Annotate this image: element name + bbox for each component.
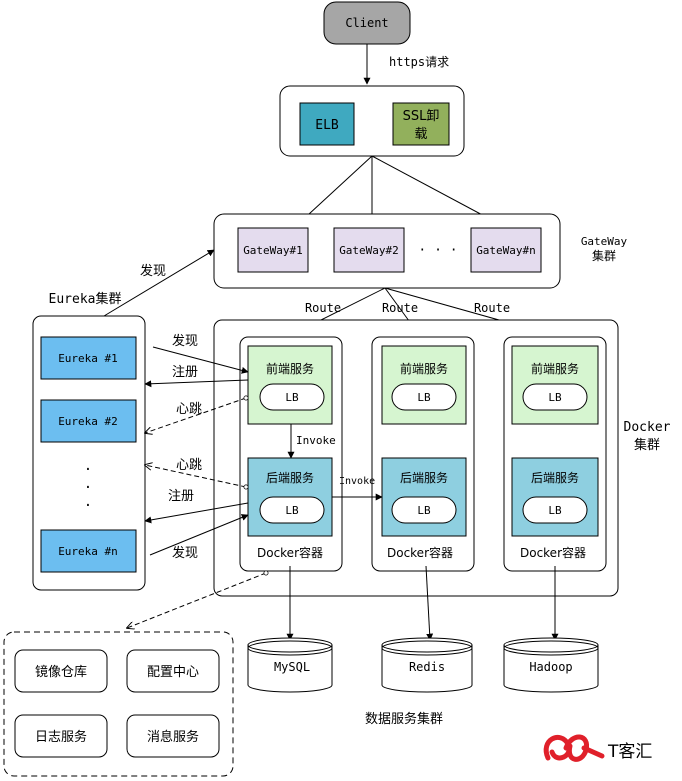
ssl-label-line2: 载 — [414, 127, 427, 142]
register-edge-1 — [144, 379, 249, 388]
data-service-cluster-label: 数据服务集群 — [365, 711, 443, 727]
heartbeat-label-1: 心跳 — [176, 402, 202, 417]
gateway-node-n-label: GateWay#n — [476, 244, 536, 257]
ssl-label-line1: SSL卸 — [403, 108, 440, 124]
database-redis: Redis — [381, 637, 473, 693]
eureka-node-1 — [40, 336, 137, 380]
discover-label-2: 发现 — [172, 545, 198, 561]
message-service-box — [126, 714, 220, 758]
route-label-1: Route — [305, 301, 341, 315]
docker-to-support-dashed-link — [127, 573, 266, 628]
back-lb-2 — [391, 496, 457, 524]
eureka-node-2 — [40, 399, 137, 443]
front-lb-2-label: LB — [417, 391, 431, 404]
client-label: Client — [345, 16, 388, 30]
eureka-dot-1: · — [84, 462, 92, 478]
log-service-box — [14, 714, 108, 758]
ssl-offload-node — [392, 102, 450, 146]
database-hadoop: Hadoop — [503, 637, 599, 693]
back-lb-1 — [259, 496, 325, 524]
elb-node — [299, 102, 355, 146]
client-node: Client — [323, 1, 411, 45]
gateway-node-2-label: GateWay#2 — [339, 244, 399, 257]
route-label-3: Route — [474, 301, 510, 315]
database-redis-label: Redis — [409, 660, 445, 674]
eureka-cluster: Eureka #1 Eureka #2 · · · Eureka #n — [32, 315, 146, 591]
front-service-1-label: 前端服务 — [266, 361, 314, 376]
front-service-3-label: 前端服务 — [531, 361, 579, 376]
eureka-dot-3: · — [84, 498, 92, 514]
docker-container-3-label: Docker容器 — [520, 545, 586, 560]
logo-mark — [543, 734, 605, 762]
database-mysql: MySQL — [247, 637, 333, 693]
front-lb-1 — [259, 383, 325, 411]
gateway-cluster: GateWay#1 GateWay#2 · · · GateWay#n — [213, 213, 561, 289]
front-service-2-label: 前端服务 — [400, 361, 448, 376]
eureka-node-2-label: Eureka #2 — [58, 415, 118, 428]
gateway-cluster-label-line2: 集群 — [592, 248, 616, 263]
heartbeat-label-2: 心跳 — [176, 458, 202, 473]
docker-cluster-label-line2: 集群 — [634, 437, 660, 453]
gateway-ellipsis: · · · — [418, 243, 457, 258]
eureka-node-n-label: Eureka #n — [58, 545, 118, 558]
database-mysql-label: MySQL — [274, 660, 310, 674]
register-edge-2 — [144, 502, 249, 524]
container2-to-redis-arrow — [425, 565, 434, 641]
front-service-1 — [247, 345, 333, 425]
back-lb-3 — [522, 496, 588, 524]
logo: T客汇 — [543, 734, 652, 762]
back-lb-3-label: LB — [548, 504, 562, 517]
message-service-label: 消息服务 — [147, 729, 199, 745]
front-lb-1-label: LB — [285, 391, 299, 404]
register-label-2: 注册 — [168, 489, 194, 504]
load-balancer-group: ELB SSL卸 载 — [279, 85, 465, 157]
eureka-dot-2: · — [84, 480, 92, 496]
front-lb-2 — [391, 383, 457, 411]
invoke-right-label: Invoke — [339, 476, 375, 487]
heartbeat-edge-1 — [145, 398, 246, 433]
log-service-label: 日志服务 — [35, 729, 87, 745]
docker-container-2-label: Docker容器 — [387, 545, 453, 560]
discover-label-1: 发现 — [172, 333, 198, 349]
back-lb-2-label: LB — [417, 504, 431, 517]
docker-container-1: 前端服务 LB 后端服务 LB Docker容器 — [239, 336, 343, 572]
config-center-label: 配置中心 — [147, 665, 199, 680]
heartbeat-edge-2 — [145, 465, 246, 487]
database-hadoop-label: Hadoop — [529, 660, 572, 674]
https-request-label: https请求 — [389, 55, 449, 69]
docker-container-2: 前端服务 LB 后端服务 LB Docker容器 — [371, 336, 475, 572]
discover-top-label: 发现 — [140, 263, 166, 279]
eureka-node-n — [40, 529, 137, 573]
gateway-node-2 — [333, 227, 405, 273]
back-lb-1-label: LB — [285, 504, 299, 517]
gateway-cluster-label-line1: GateWay — [581, 235, 628, 248]
gateway-node-1-label: GateWay#1 — [243, 244, 303, 257]
front-lb-3 — [522, 383, 588, 411]
config-center-box — [126, 649, 220, 693]
route-label-2: Route — [382, 301, 418, 315]
register-label-1: 注册 — [172, 365, 198, 380]
invoke-down-label: Invoke — [296, 434, 336, 447]
gateway-node-1 — [237, 227, 309, 273]
support-services-group: 镜像仓库 配置中心 日志服务 消息服务 — [3, 631, 234, 777]
docker-container-1-label: Docker容器 — [257, 545, 323, 560]
discover-edge-2 — [149, 514, 249, 556]
docker-cluster-label-line1: Docker — [624, 420, 671, 435]
gateway-node-n — [470, 227, 542, 273]
eureka-node-1-label: Eureka #1 — [58, 352, 118, 365]
docker-container-3: 前端服务 LB 后端服务 LB Docker容器 — [503, 336, 607, 572]
front-lb-3-label: LB — [548, 391, 562, 404]
back-service-2-label: 后端服务 — [400, 470, 448, 485]
logo-text: T客汇 — [607, 742, 652, 762]
eureka-to-gateway-discover-arrow — [103, 249, 215, 317]
eureka-cluster-title: Eureka集群 — [49, 291, 122, 307]
discover-edge-1 — [152, 346, 249, 374]
image-registry-box — [14, 649, 108, 693]
image-registry-label: 镜像仓库 — [35, 664, 87, 680]
back-service-3-label: 后端服务 — [531, 470, 579, 485]
elb-label: ELB — [315, 118, 339, 133]
back-service-1-label: 后端服务 — [266, 470, 314, 485]
